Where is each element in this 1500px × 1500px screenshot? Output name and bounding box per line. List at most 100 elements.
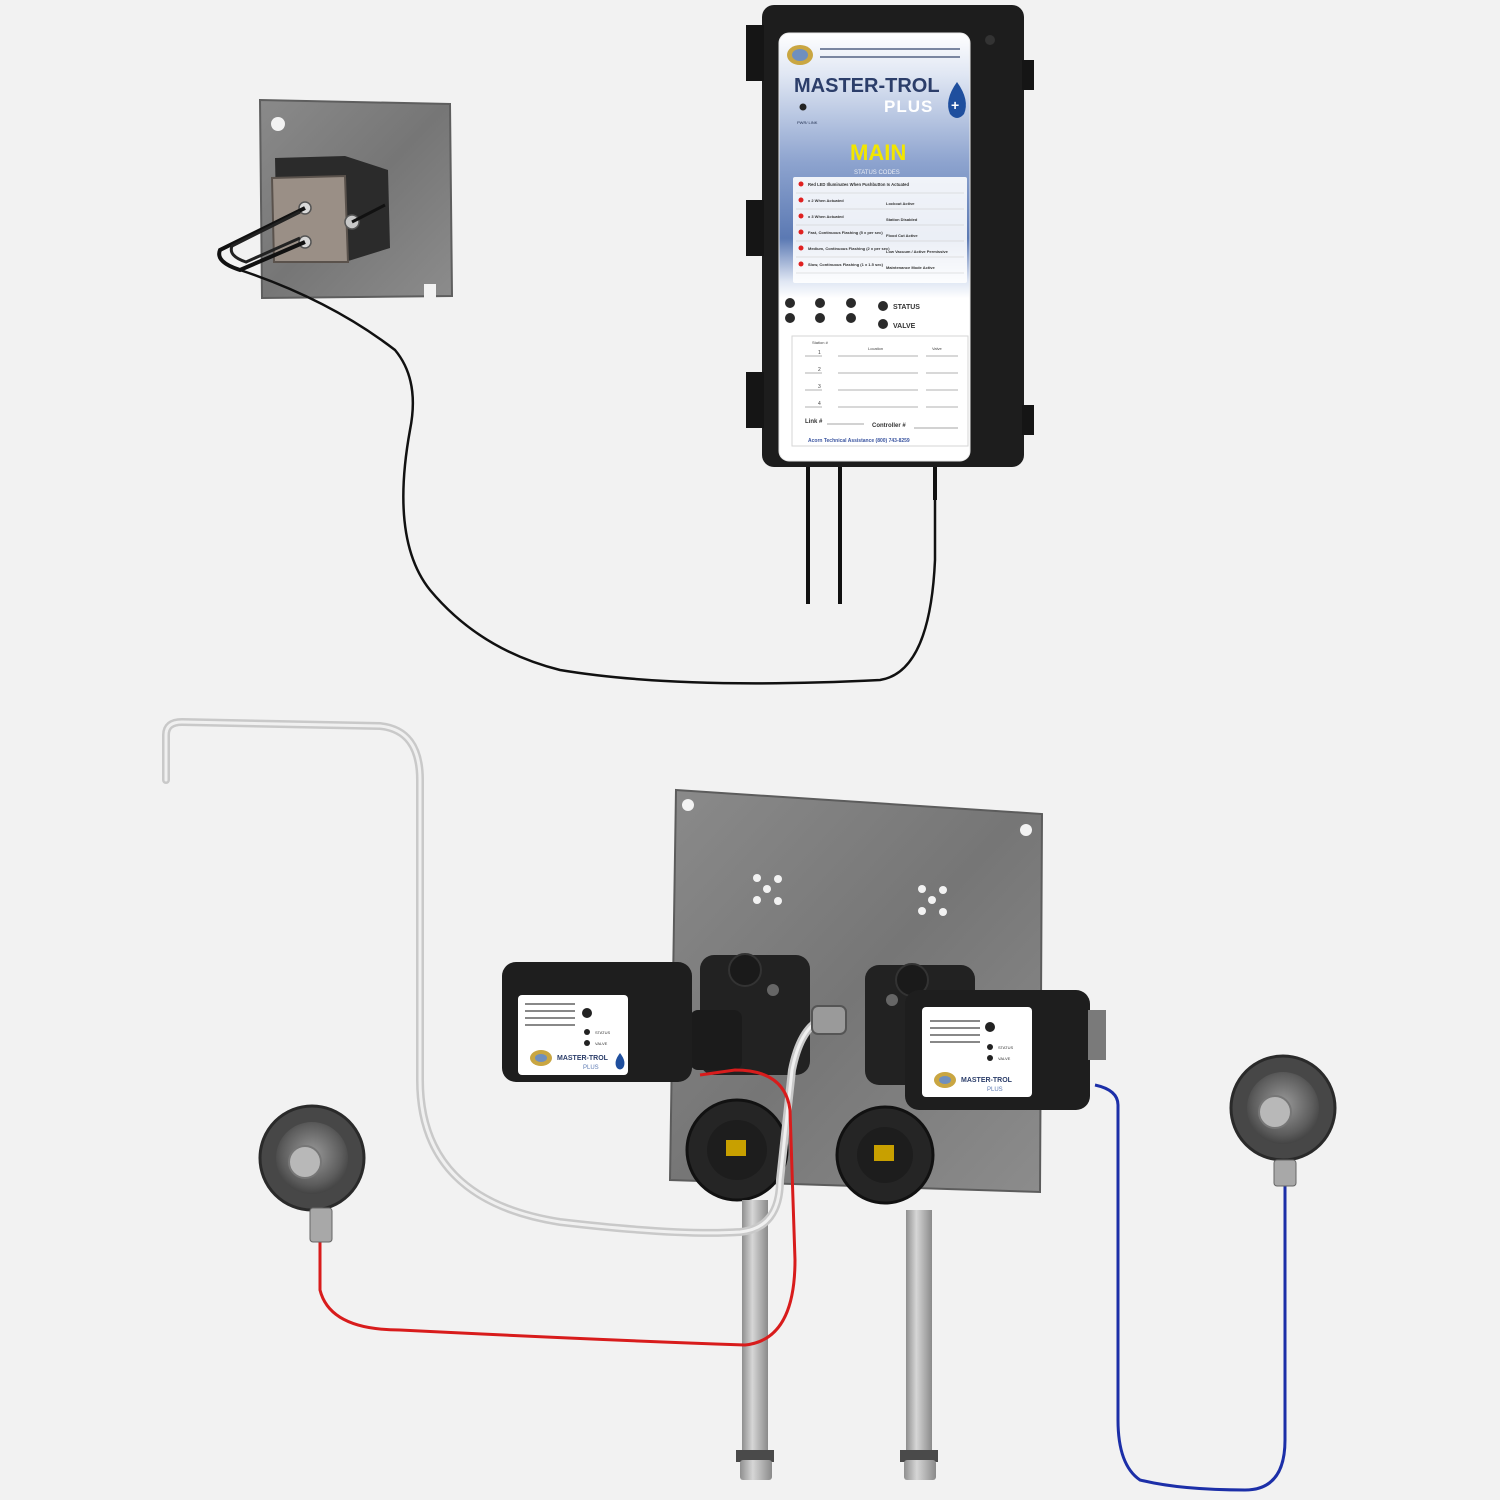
plate-slot xyxy=(424,284,436,298)
controller-number-label: Controller # xyxy=(872,423,906,429)
plate-hole-tr xyxy=(1020,824,1032,836)
module-left: STATUS VALVE MASTER-TROL PLUS xyxy=(502,962,692,1082)
junction-box-assembly xyxy=(217,98,454,300)
valve-left-solenoid xyxy=(690,1010,742,1070)
led-1-status xyxy=(785,298,795,308)
brand-name: MASTER-TROL xyxy=(794,75,940,97)
station-header: Station # xyxy=(812,340,829,345)
module-right-led-c xyxy=(987,1055,993,1061)
status-code-description: Medium, Continuous Flashing (2 x per sec… xyxy=(808,246,890,251)
plate-vent-holes-left xyxy=(753,874,782,905)
led-2-status xyxy=(815,298,825,308)
valve-left xyxy=(685,953,810,1202)
power-link-label: PWR/ LINK xyxy=(797,120,818,125)
status-code-meaning: Flood Cut Active xyxy=(886,233,918,238)
module-left-led-c xyxy=(584,1040,590,1046)
module-left-legend-valve: VALVE xyxy=(595,1041,608,1046)
pushbutton-right-connector xyxy=(1273,1159,1297,1187)
module-left-brand: MASTER-TROL xyxy=(557,1055,609,1062)
acorn-logo-icon xyxy=(787,45,813,65)
wire-loop xyxy=(217,206,306,273)
status-code-meaning: Lockout Active xyxy=(886,201,915,206)
status-legend: STATUS xyxy=(893,304,920,311)
rod-right xyxy=(900,1210,938,1480)
station-row-number: 4 xyxy=(818,401,821,407)
valve-legend: VALVE xyxy=(893,323,916,330)
station-row-number: 1 xyxy=(818,350,821,356)
station-row-number: 2 xyxy=(818,367,821,373)
status-code-meaning: Maintenance Mode Active xyxy=(886,265,936,270)
status-code-description: x 2 When Actuated xyxy=(808,198,844,203)
plate-keyhole xyxy=(271,117,285,131)
status-code-meaning: Station Disabled xyxy=(886,217,918,222)
controller-subtitle: STATUS CODES xyxy=(854,170,900,176)
module-right-sub-brand: PLUS xyxy=(987,1087,1003,1093)
module-right-acorn-icon xyxy=(934,1072,956,1088)
module-left-led-a xyxy=(582,1008,592,1018)
link-label: Link # xyxy=(805,419,823,425)
svg-text:+: + xyxy=(951,97,959,113)
pushbutton-right xyxy=(1229,1054,1337,1187)
power-link-led xyxy=(799,103,807,111)
status-code-description: Red LED Illuminates When Pushbutton Is A… xyxy=(808,182,909,187)
status-code-led xyxy=(798,229,804,235)
housing-screw xyxy=(985,35,995,45)
plate-hole-tl xyxy=(682,799,694,811)
status-code-led xyxy=(798,197,804,203)
controller-title: MAIN xyxy=(850,140,906,165)
housing-hinge-left-3 xyxy=(746,372,764,428)
module-left-sub-brand: PLUS xyxy=(583,1065,599,1071)
led-1-valve xyxy=(785,313,795,323)
housing-hinge-left-1 xyxy=(746,25,764,81)
label-header-fineprint xyxy=(820,48,960,50)
status-code-led xyxy=(798,213,804,219)
led-4-status xyxy=(878,301,888,311)
pushbutton-left-connector xyxy=(309,1207,333,1243)
pushbutton-left xyxy=(258,1104,366,1243)
status-code-description: Fast, Continuous Flashing (5 x per sec) xyxy=(808,230,883,235)
water-drop-icon: + xyxy=(948,82,966,118)
air-tube-highlight xyxy=(164,720,822,1235)
red-wire xyxy=(318,1068,797,1347)
status-code-led xyxy=(798,261,804,267)
module-right-led-b xyxy=(987,1044,993,1050)
label-header-fineprint-2 xyxy=(820,56,960,58)
pushbutton-right-cap xyxy=(1258,1095,1292,1129)
rod-left xyxy=(736,1200,774,1480)
module-left-drop-icon xyxy=(615,1053,625,1070)
pushbutton-left-cap xyxy=(288,1145,322,1179)
module-right-legend-valve: VALVE xyxy=(998,1056,1011,1061)
valve-left-bolt xyxy=(767,984,779,996)
wire-side xyxy=(351,203,386,224)
station-table: Station # Location Valve 1 2 3 4 Link # Con… xyxy=(791,335,969,447)
led-indicators: STATUS VALVE xyxy=(785,298,920,330)
housing-hinge-left-2 xyxy=(746,200,764,256)
module-right-led-a xyxy=(985,1022,995,1032)
controller: MASTER-TROL PLUS + PWR/ LINK MAIN STATUS… xyxy=(746,5,1034,604)
led-2-valve xyxy=(815,313,825,323)
valve-assembly: STATUS VALVE MASTER-TROL PLUS STATUS VAL… xyxy=(502,788,1106,1480)
valve-header: Valve xyxy=(932,346,942,351)
valve-left-port xyxy=(728,953,762,987)
status-code-table: Red LED Illuminates When Pushbutton Is A… xyxy=(793,177,967,283)
module-right: STATUS VALVE MASTER-TROL PLUS xyxy=(905,990,1106,1110)
valve-right-bolt xyxy=(886,994,898,1006)
power-cable xyxy=(239,268,937,685)
module-left-acorn-icon xyxy=(530,1050,552,1066)
assistance-text: Acorn Technical Assistance (800) 743-825… xyxy=(808,438,910,444)
led-3-valve xyxy=(846,313,856,323)
station-row-number: 3 xyxy=(818,384,821,390)
led-3-status xyxy=(846,298,856,308)
plate-vent-holes-right xyxy=(918,885,947,916)
module-right-legend-status: STATUS xyxy=(998,1045,1014,1050)
status-code-led xyxy=(798,181,804,187)
led-4-valve xyxy=(878,319,888,329)
module-left-legend-status: STATUS xyxy=(595,1030,611,1035)
blue-wire xyxy=(1094,1083,1287,1492)
housing-latch-right-2 xyxy=(1022,405,1034,435)
tube-fitting xyxy=(811,1005,847,1035)
housing-latch-right-1 xyxy=(1022,60,1034,90)
valve-right-indicator xyxy=(874,1145,894,1161)
location-header: Location xyxy=(868,346,883,351)
